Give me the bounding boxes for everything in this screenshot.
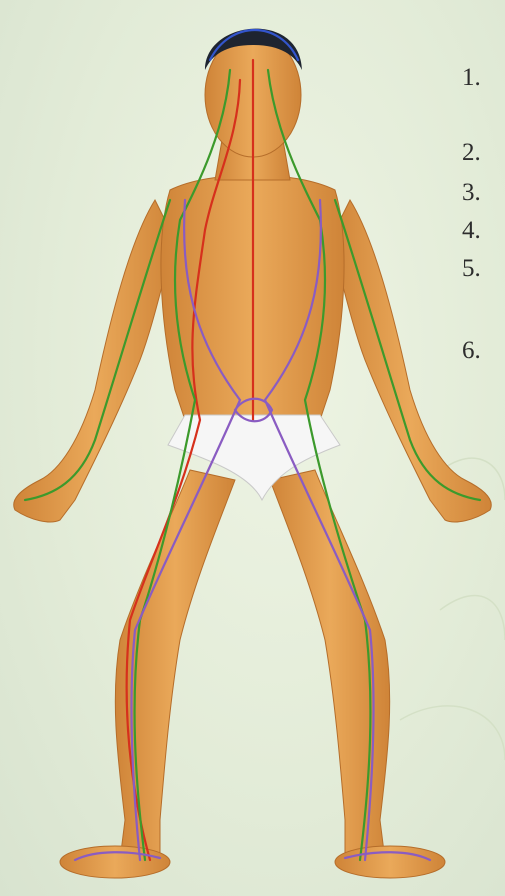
label-2: 2. [462,140,481,165]
label-5: 5. [462,256,481,281]
label-1: 1. [462,65,481,90]
label-6: 6. [462,338,481,363]
label-3: 3. [462,180,481,205]
label-4: 4. [462,218,481,243]
